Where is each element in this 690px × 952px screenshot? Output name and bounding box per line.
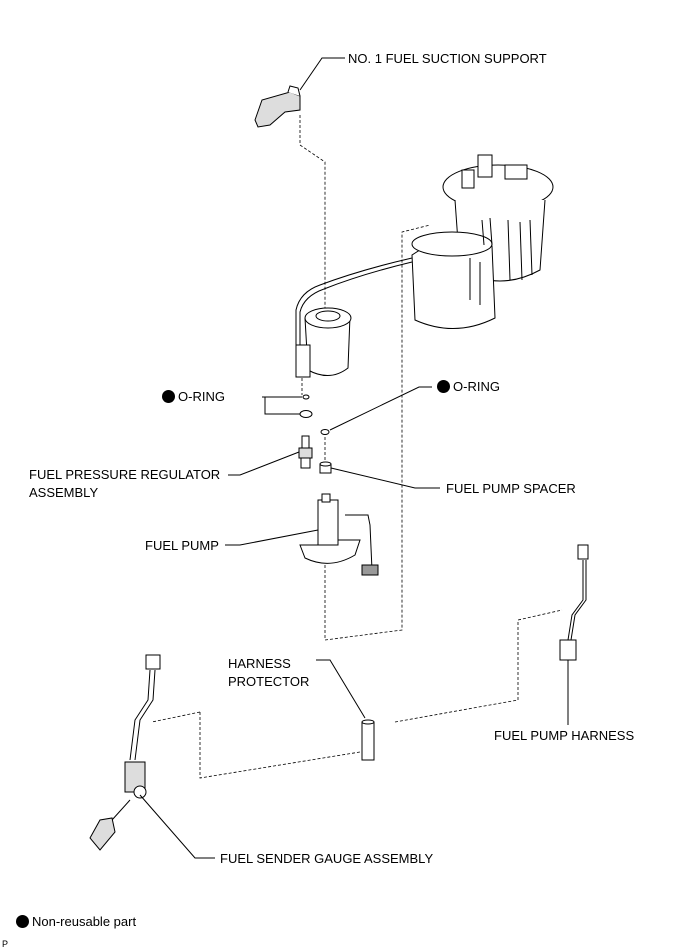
legend-text: Non-reusable part bbox=[32, 914, 137, 929]
harness-protector-label: HARNESS PROTECTOR bbox=[228, 656, 310, 689]
pump-spacer-part bbox=[319, 461, 332, 474]
legend: Non-reusable part bbox=[16, 914, 136, 929]
pressure-regulator-part bbox=[298, 435, 313, 469]
leader-lines bbox=[139, 57, 569, 859]
pump-spacer-label: FUEL PUMP SPACER bbox=[446, 481, 576, 496]
corner-mark: P bbox=[2, 939, 9, 949]
fuel-pump-part bbox=[299, 493, 379, 576]
assembly-guide-lines bbox=[151, 115, 563, 779]
fuel-pump-label: FUEL PUMP bbox=[145, 538, 219, 553]
o-ring-left-label: O-RING bbox=[162, 389, 225, 404]
o-rings-part bbox=[299, 394, 330, 435]
fuel-filter-part bbox=[295, 307, 352, 378]
non-reusable-legend-icon bbox=[16, 915, 29, 928]
sender-gauge-part bbox=[89, 654, 161, 851]
non-reusable-marker-icon bbox=[437, 380, 450, 393]
suction-support-label: NO. 1 FUEL SUCTION SUPPORT bbox=[348, 51, 547, 66]
o-ring-right-label: O-RING bbox=[437, 379, 500, 394]
fuel-tank-assembly-part bbox=[411, 154, 554, 329]
fuel-pump-harness-part bbox=[559, 544, 589, 715]
fuel-tube-part bbox=[295, 257, 413, 345]
suction-support-part bbox=[254, 85, 301, 128]
sender-gauge-label: FUEL SENDER GAUGE ASSEMBLY bbox=[220, 851, 434, 866]
pressure-regulator-label: FUEL PRESSURE REGULATOR ASSEMBLY bbox=[29, 467, 221, 500]
non-reusable-marker-icon bbox=[162, 390, 175, 403]
harness-protector-part bbox=[361, 719, 375, 761]
pump-harness-label: FUEL PUMP HARNESS bbox=[494, 728, 635, 743]
